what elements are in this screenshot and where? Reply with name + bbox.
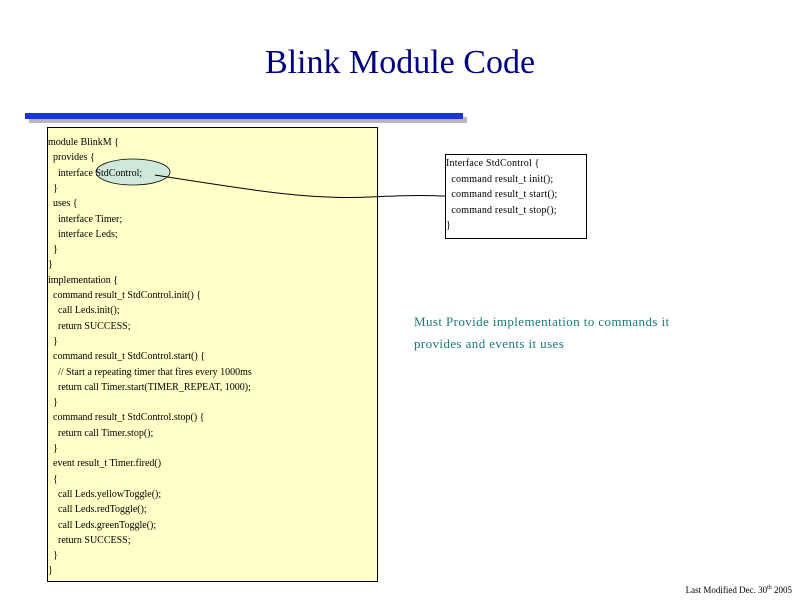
code-line: call Leds.yellowToggle();	[48, 488, 162, 500]
code-line: return call Timer.stop();	[48, 427, 154, 439]
code-line: }	[48, 397, 58, 409]
footer-last-modified: Last Modified Dec. 30th 2005	[686, 585, 792, 595]
code-line: module BlinkM {	[48, 137, 119, 148]
interface-line: Interface StdControl {	[446, 158, 540, 169]
annotation-note: Must Provide implementation to commands …	[414, 311, 734, 355]
annotation-line-1: Must Provide implementation to commands …	[414, 314, 670, 329]
code-line: }	[48, 182, 58, 194]
title-rule	[25, 113, 463, 119]
interface-line: command result_t start();	[446, 189, 558, 200]
code-line: }	[48, 335, 58, 347]
interface-line: command result_t init();	[446, 173, 554, 185]
stdcontrol-interface-box: Interface StdControl { command result_t …	[445, 154, 587, 239]
code-line: call Leds.redToggle();	[48, 504, 147, 516]
footer-year: 2005	[771, 585, 792, 595]
code-line: interface Timer;	[48, 213, 123, 225]
title-rule-shadow	[29, 117, 467, 123]
code-line: provides {	[48, 152, 95, 164]
annotation-line-2: provides and events it uses	[414, 336, 565, 351]
interface-line: }	[446, 220, 451, 231]
code-line: uses {	[48, 198, 78, 210]
code-line: }	[48, 550, 58, 562]
slide-title: Blink Module Code	[264, 44, 536, 81]
code-line: return call Timer.start(TIMER_REPEAT, 10…	[48, 381, 251, 393]
footer-prefix: Last Modified Dec. 30	[685, 585, 768, 595]
code-line: event result_t Timer.fired()	[48, 458, 162, 470]
code-line: interface StdControl;	[48, 167, 143, 179]
code-line: implementation {	[48, 274, 119, 286]
code-line: command result_t StdControl.init() {	[48, 290, 202, 301]
code-line: }	[48, 565, 53, 577]
code-line: interface Leds;	[48, 228, 118, 240]
code-line: command result_t StdControl.stop() {	[48, 412, 205, 424]
code-line: return SUCCESS;	[48, 320, 131, 332]
stdcontrol-highlight	[95, 158, 171, 186]
code-line: {	[48, 473, 58, 485]
code-line: call Leds.greenToggle();	[48, 519, 157, 531]
code-line: return SUCCESS;	[48, 534, 131, 546]
code-line: }	[48, 259, 53, 271]
footer-superscript: th	[767, 585, 772, 591]
interface-line: command result_t stop();	[446, 204, 557, 216]
code-line: call Leds.init();	[48, 305, 120, 317]
blink-module-code-box: module BlinkM { provides { interface Std…	[47, 127, 378, 582]
code-line: command result_t StdControl.start() {	[48, 351, 206, 363]
code-line: // Start a repeating timer that fires ev…	[48, 366, 252, 378]
code-line: }	[48, 443, 58, 454]
code-line: }	[48, 244, 58, 256]
